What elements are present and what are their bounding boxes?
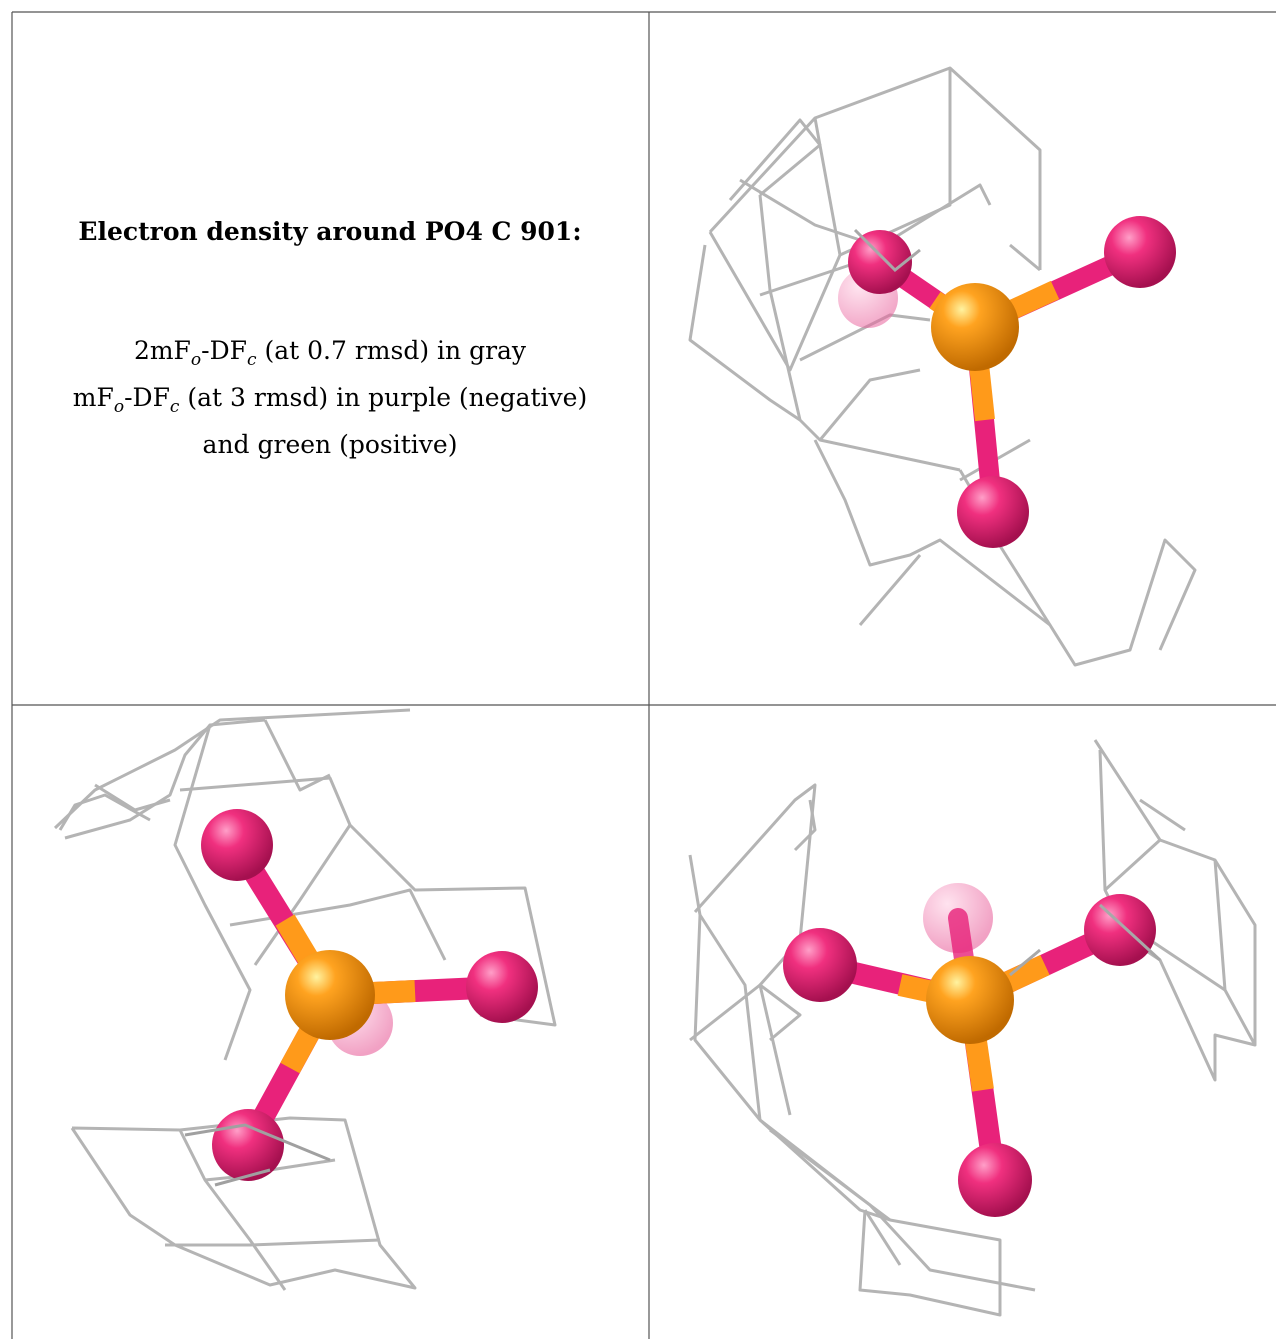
oxygen-atom xyxy=(466,951,538,1023)
phosphate-model xyxy=(838,216,1176,548)
legend-line-mfo: mFo-DFc (at 3 rmsd) in purple (negative) xyxy=(72,383,588,417)
oxygen-atom xyxy=(212,1109,284,1181)
view-top-right xyxy=(688,66,1197,667)
legend-line-positive: and green (positive) xyxy=(202,430,458,459)
oxygen-atom xyxy=(958,1143,1032,1217)
phosphorus-atom xyxy=(285,950,375,1040)
oxygen-atom xyxy=(201,809,273,881)
oxygen-atom xyxy=(1104,216,1176,288)
caption-panel: Electron density around PO4 C 901: 2mFo-… xyxy=(12,12,648,704)
oxygen-atom xyxy=(848,230,912,294)
panel-grid xyxy=(11,11,1276,1339)
caption-title: Electron density around PO4 C 901: xyxy=(78,217,582,246)
phosphorus-atom xyxy=(926,956,1014,1044)
legend-line-2mfo: 2mFo-DFc (at 0.7 rmsd) in gray xyxy=(133,336,527,370)
phosphorus-atom xyxy=(931,283,1019,371)
oxygen-atom xyxy=(1084,894,1156,966)
density-mesh xyxy=(688,66,1197,667)
phosphate-model xyxy=(201,809,538,1181)
oxygen-atom xyxy=(957,476,1029,548)
view-bottom-left xyxy=(53,708,557,1291)
oxygen-atom xyxy=(783,928,857,1002)
phosphate-model xyxy=(783,883,1156,1217)
view-bottom-right xyxy=(688,739,1257,1317)
caption-legend: 2mFo-DFc (at 0.7 rmsd) in gray mFo-DFc (… xyxy=(12,332,648,464)
